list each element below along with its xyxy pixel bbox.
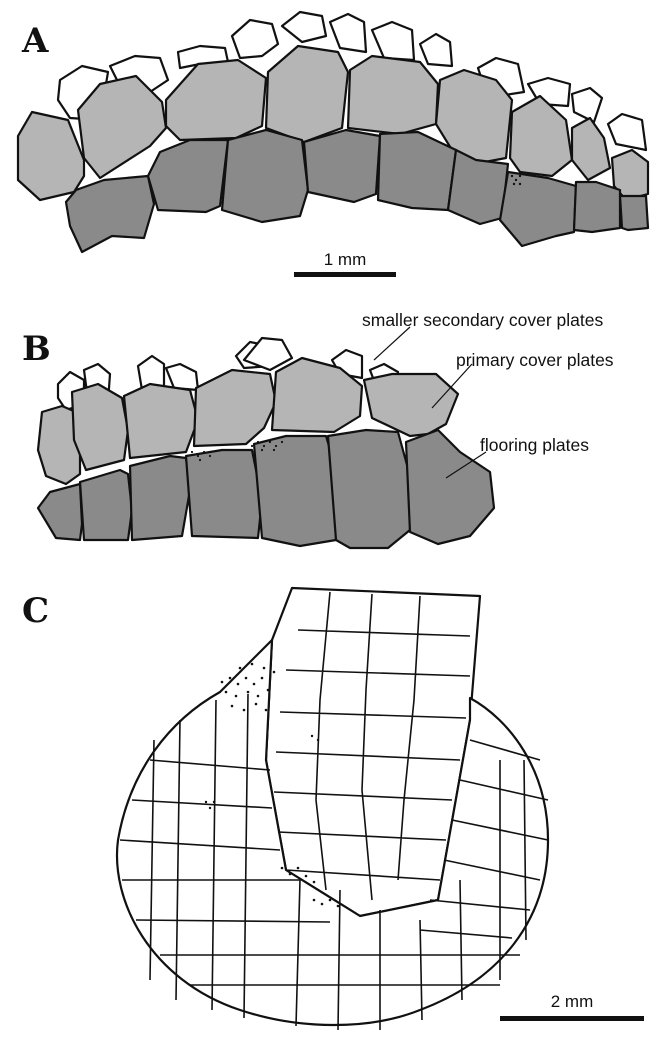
primary-cover-plate xyxy=(194,370,276,446)
panel-b-letter: B xyxy=(22,329,51,369)
primary-cover-plate xyxy=(364,374,458,436)
flooring-plate xyxy=(328,430,410,548)
label-flooring-plates: flooring plates xyxy=(480,435,589,455)
primary-cover-plate xyxy=(166,60,266,140)
panel-a: A xyxy=(18,12,648,277)
panel-a-scale-bar: 1 mm xyxy=(294,250,396,277)
panel-c-scale-bar: 2 mm xyxy=(500,992,644,1021)
primary-cover-plate xyxy=(18,112,84,200)
flooring-plate xyxy=(148,140,228,212)
flooring-plate xyxy=(500,172,576,246)
primary-cover-plate xyxy=(124,384,198,458)
panel-c-letter: C xyxy=(22,591,49,631)
flooring-plate xyxy=(620,196,648,230)
secondary-cover-plate xyxy=(232,20,278,58)
scale-bar-2mm xyxy=(500,1016,644,1021)
secondary-cover-plate xyxy=(372,22,414,60)
secondary-cover-plate xyxy=(608,114,646,150)
leader-line-secondary xyxy=(374,327,410,360)
flooring-plate xyxy=(222,130,308,222)
panel-a-letter: A xyxy=(21,21,49,61)
secondary-cover-plate xyxy=(330,14,366,52)
flooring-plate xyxy=(378,132,456,210)
scale-bar-1mm xyxy=(294,272,396,277)
label-secondary-cover-plates: smaller secondary cover plates xyxy=(362,310,603,330)
flooring-plate xyxy=(304,130,380,202)
flooring-plate xyxy=(574,182,620,232)
flooring-plate xyxy=(130,456,190,540)
primary-cover-plate xyxy=(348,56,438,134)
flooring-plate xyxy=(254,436,336,546)
secondary-cover-plate xyxy=(282,12,326,42)
panel-c: C 2 mm xyxy=(22,588,644,1030)
primary-cover-plate xyxy=(72,384,128,470)
flooring-plate xyxy=(448,150,508,224)
scale-label-1mm: 1 mm xyxy=(324,250,367,269)
flooring-plate xyxy=(80,470,132,540)
primary-cover-plate xyxy=(572,118,610,180)
scale-label-2mm: 2 mm xyxy=(551,992,594,1011)
primary-cover-plate xyxy=(266,46,348,142)
panel-b: B xyxy=(22,310,614,548)
panel-c-ambulacrum xyxy=(117,588,548,1025)
label-primary-cover-plates: primary cover plates xyxy=(456,350,614,370)
flooring-plate xyxy=(38,484,82,540)
flooring-plate xyxy=(66,176,154,252)
flooring-plate xyxy=(186,450,262,538)
primary-cover-plate xyxy=(510,96,572,176)
secondary-cover-plate xyxy=(420,34,452,66)
secondary-cover-plate xyxy=(572,88,602,122)
